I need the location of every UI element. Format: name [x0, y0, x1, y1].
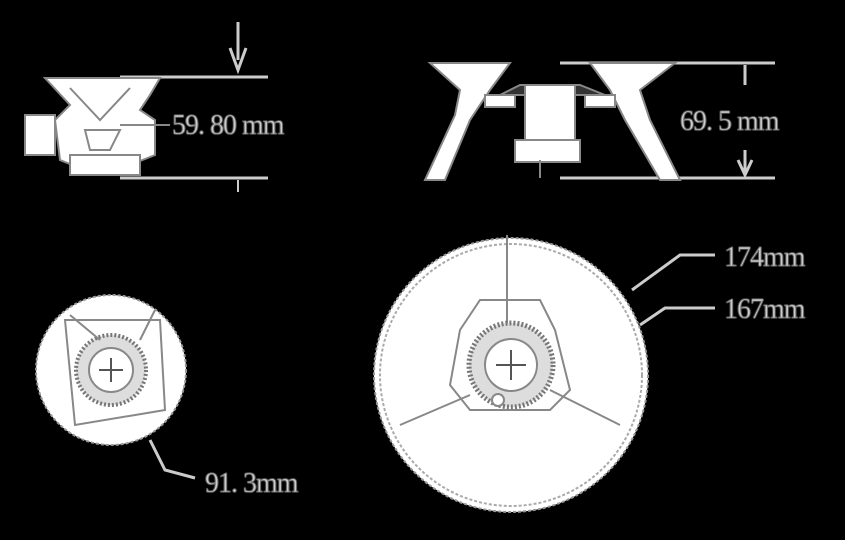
inner-diameter-label: 167mm	[724, 294, 806, 325]
side-height-label: 59. 80 mm	[172, 110, 285, 141]
outer-diameter-label: 174mm	[724, 242, 806, 273]
folded-diameter-label: 91. 3mm	[205, 468, 299, 499]
side-view-drawing	[24, 22, 268, 192]
folded-top-view-drawing	[35, 294, 196, 480]
front-view-drawing	[423, 61, 775, 181]
unfolded-top-view-drawing	[373, 235, 715, 513]
arrow-down-icon	[228, 22, 248, 75]
front-height-label: 69. 5 mm	[680, 106, 780, 137]
